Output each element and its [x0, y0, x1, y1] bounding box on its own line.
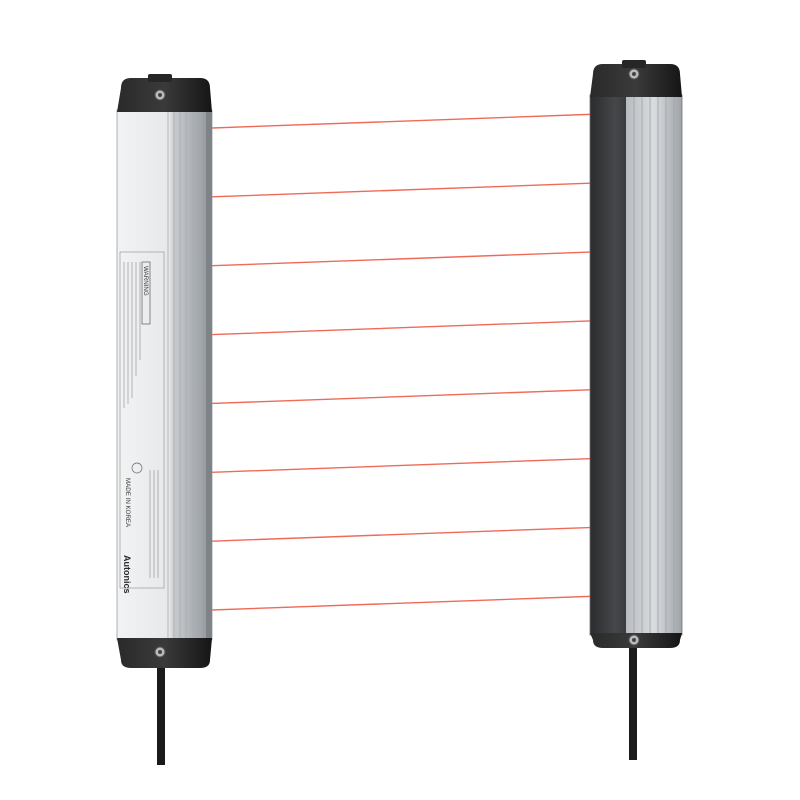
receiver-body	[626, 95, 682, 635]
warning-label: WARNING	[142, 266, 149, 296]
light-beam	[211, 388, 601, 405]
made-in-label: MADE IN KOREA	[124, 478, 131, 528]
receiver-top-cap	[590, 60, 682, 97]
light-beam	[211, 182, 601, 198]
receiver-unit	[589, 60, 683, 760]
emitter-cable	[157, 665, 165, 765]
light-beam	[211, 595, 601, 611]
receiver-front-face	[590, 95, 626, 635]
emitter-top-cap	[117, 74, 212, 112]
receiver-bottom-cap	[590, 633, 682, 648]
light-beam	[211, 457, 601, 473]
light-beam	[211, 251, 601, 267]
light-beams	[211, 112, 611, 611]
product-label: WARNING MADE IN KOREA Autonics	[119, 251, 165, 594]
receiver-cable	[629, 645, 637, 760]
emitter-unit: WARNING MADE IN KOREA Autonics	[116, 74, 213, 765]
emitter-ridges	[167, 112, 201, 638]
emitter-body	[117, 110, 212, 640]
light-beam	[211, 526, 601, 542]
light-beam	[211, 319, 601, 336]
receiver-ridges	[633, 97, 675, 633]
emitter-bottom-cap	[117, 638, 212, 668]
light-beam	[211, 113, 601, 129]
brand-logo-text: Autonics	[122, 555, 132, 594]
